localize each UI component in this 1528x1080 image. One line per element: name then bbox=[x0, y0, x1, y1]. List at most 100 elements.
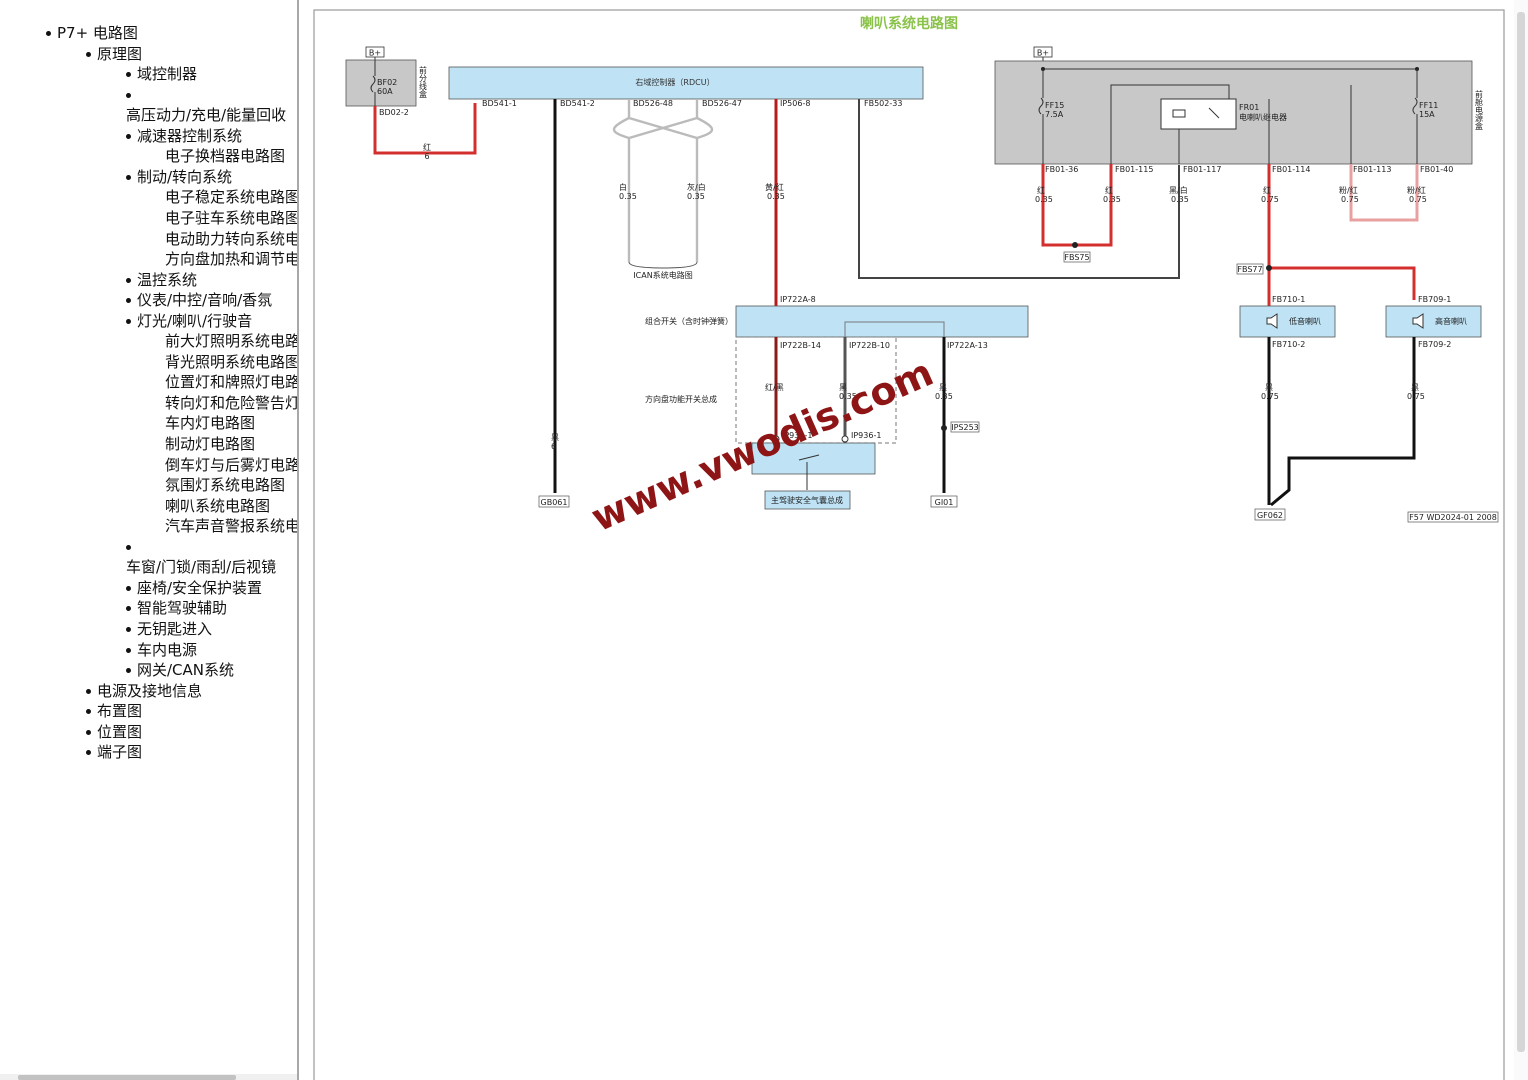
svg-text:0.35: 0.35 bbox=[619, 192, 637, 201]
sidebar-item[interactable]: 车内灯电路图 bbox=[165, 414, 256, 433]
tree-bullet bbox=[46, 31, 51, 36]
svg-text:0.75: 0.75 bbox=[1261, 392, 1279, 401]
svg-text:GI01: GI01 bbox=[935, 498, 954, 507]
svg-text:0.75: 0.75 bbox=[1261, 195, 1279, 204]
sidebar-item[interactable]: 座椅/安全保护装置 bbox=[137, 578, 263, 597]
fuse-icon bbox=[370, 75, 376, 93]
svg-text:FR01: FR01 bbox=[1239, 103, 1259, 112]
can-twisted-pair bbox=[612, 99, 714, 262]
sidebar-item[interactable]: 高压动力/充电/能量回收 bbox=[126, 106, 287, 125]
sidebar-item[interactable]: 原理图 bbox=[97, 44, 143, 63]
svg-text:0.75: 0.75 bbox=[1407, 392, 1425, 401]
sidebar-item[interactable]: 减速器控制系统 bbox=[137, 126, 243, 145]
relay-coil-icon bbox=[1172, 109, 1186, 118]
sidebar-item[interactable]: 布置图 bbox=[97, 702, 143, 721]
svg-text:IP722B-14: IP722B-14 bbox=[780, 341, 821, 350]
svg-text:白: 白 bbox=[619, 182, 627, 192]
sidebar-item[interactable]: 汽车声音警报系统电 bbox=[165, 517, 297, 536]
svg-text:电喇叭继电器: 电喇叭继电器 bbox=[1239, 112, 1287, 122]
svg-text:IP722A-13: IP722A-13 bbox=[947, 341, 988, 350]
sidebar-item[interactable]: 氛围灯系统电路图 bbox=[165, 476, 286, 495]
svg-text:黑: 黑 bbox=[839, 383, 847, 392]
diagram-scrollbar-thumb[interactable] bbox=[1517, 12, 1525, 1052]
sidebar-item[interactable]: 域控制器 bbox=[137, 65, 198, 84]
power-wire-red bbox=[373, 103, 477, 155]
svg-text:黄/红: 黄/红 bbox=[765, 182, 784, 192]
diagram-title: 喇叭系统电路图 bbox=[860, 15, 958, 32]
tree-bullet bbox=[126, 277, 131, 283]
ground-label-gi01 bbox=[930, 495, 958, 508]
fuse-ff15-icon bbox=[1038, 97, 1044, 115]
front-distribution-box bbox=[345, 59, 417, 107]
tree-bullet bbox=[126, 318, 131, 324]
sidebar-item[interactable]: 喇叭系统电路图 bbox=[165, 496, 271, 515]
sidebar-item[interactable]: 仪表/中控/音响/香氛 bbox=[137, 291, 273, 310]
svg-text:BD526-47: BD526-47 bbox=[702, 99, 742, 108]
sidebar-item[interactable]: 制动/转向系统 bbox=[137, 167, 233, 186]
svg-text:IP936-1: IP936-1 bbox=[851, 431, 881, 440]
sidebar-item[interactable]: 智能驾驶辅助 bbox=[137, 599, 228, 618]
pane-divider[interactable] bbox=[297, 0, 299, 1080]
svg-text:IPS253: IPS253 bbox=[951, 423, 979, 432]
svg-text:BD02-2: BD02-2 bbox=[379, 108, 409, 117]
sidebar-item[interactable]: 电动助力转向系统电 bbox=[165, 229, 297, 248]
svg-text:FF15: FF15 bbox=[1045, 101, 1064, 110]
svg-text:0.75: 0.75 bbox=[1409, 195, 1427, 204]
driver-airbag-assembly bbox=[764, 490, 851, 510]
sidebar-item[interactable]: 倒车灯与后雾灯电路 bbox=[165, 455, 297, 474]
svg-text:FF11: FF11 bbox=[1419, 101, 1438, 110]
tree-bullet bbox=[126, 92, 131, 98]
high-horn-icon bbox=[1412, 313, 1424, 329]
sidebar-item[interactable]: 背光照明系统电路图 bbox=[165, 352, 297, 371]
sidebar-item[interactable]: 无钥匙进入 bbox=[137, 619, 213, 638]
svg-text:高音喇叭: 高音喇叭 bbox=[1435, 316, 1467, 326]
sidebar-item[interactable]: 端子图 bbox=[97, 743, 143, 762]
svg-text:0.75: 0.75 bbox=[1341, 195, 1359, 204]
svg-text:IP506-8: IP506-8 bbox=[780, 99, 810, 108]
tree-bullet bbox=[126, 174, 131, 180]
sidebar-item[interactable]: 转向灯和危险警告灯 bbox=[165, 393, 297, 412]
sidebar-scrollbar-thumb[interactable] bbox=[18, 1075, 236, 1080]
svg-text:FB709-2: FB709-2 bbox=[1418, 340, 1451, 349]
svg-text:黑: 黑 bbox=[551, 433, 559, 442]
tree-bullet bbox=[126, 585, 131, 591]
sidebar-item[interactable]: 车窗/门锁/雨刮/后视镜 bbox=[126, 558, 277, 577]
diagram-page-border bbox=[313, 9, 1505, 1080]
sidebar-item[interactable]: P7+ 电路图 bbox=[57, 24, 138, 42]
svg-text:F57 WD2024-01 2008: F57 WD2024-01 2008 bbox=[1409, 513, 1497, 522]
svg-text:0.35: 0.35 bbox=[1103, 195, 1121, 204]
tree-bullet bbox=[86, 51, 91, 57]
sidebar-item[interactable]: 电子稳定系统电路图 bbox=[165, 188, 297, 207]
svg-text:FBS75: FBS75 bbox=[1064, 253, 1089, 262]
svg-text:GB061: GB061 bbox=[541, 498, 568, 507]
sidebar-item[interactable]: 网关/CAN系统 bbox=[137, 661, 235, 680]
sidebar-item[interactable]: 位置图 bbox=[97, 722, 143, 741]
sidebar-item[interactable]: 位置灯和牌照灯电路 bbox=[165, 373, 297, 392]
sidebar-item[interactable]: 温控系统 bbox=[137, 270, 198, 289]
can-diagram-link: ICAN系统电路图 bbox=[633, 270, 692, 280]
tree-bullet bbox=[126, 626, 131, 632]
svg-text:红: 红 bbox=[1037, 185, 1045, 195]
svg-text:红: 红 bbox=[423, 142, 431, 152]
svg-text:前舱电源盒: 前舱电源盒 bbox=[1475, 89, 1484, 130]
svg-text:6: 6 bbox=[551, 442, 556, 451]
sidebar-item[interactable]: 制动灯电路图 bbox=[165, 435, 256, 453]
sidebar-item[interactable]: 方向盘加热和调节电 bbox=[165, 250, 297, 269]
horn-relay bbox=[1160, 98, 1237, 130]
svg-text:0.35: 0.35 bbox=[1035, 195, 1053, 204]
sidebar-item[interactable]: 车内电源 bbox=[137, 640, 198, 659]
sidebar-item[interactable]: 前大灯照明系统电路 bbox=[165, 332, 297, 351]
tree-bullet bbox=[86, 750, 91, 756]
svg-text:红: 红 bbox=[1105, 185, 1113, 195]
sidebar-item[interactable]: 灯光/喇叭/行驶音 bbox=[137, 311, 253, 330]
sidebar-item[interactable]: 电子换档器电路图 bbox=[165, 147, 286, 166]
svg-text:低音喇叭: 低音喇叭 bbox=[1289, 316, 1321, 326]
svg-text:7.5A: 7.5A bbox=[1045, 110, 1064, 119]
svg-text:FB01-40: FB01-40 bbox=[1420, 165, 1453, 174]
svg-text:B+: B+ bbox=[369, 49, 381, 58]
tree-bullet bbox=[86, 709, 91, 715]
sidebar-item[interactable]: 电子驻车系统电路图 bbox=[165, 208, 297, 227]
svg-text:BF02: BF02 bbox=[377, 78, 397, 87]
sidebar-item[interactable]: 电源及接地信息 bbox=[97, 681, 203, 700]
svg-text:BD541-1: BD541-1 bbox=[482, 99, 517, 108]
